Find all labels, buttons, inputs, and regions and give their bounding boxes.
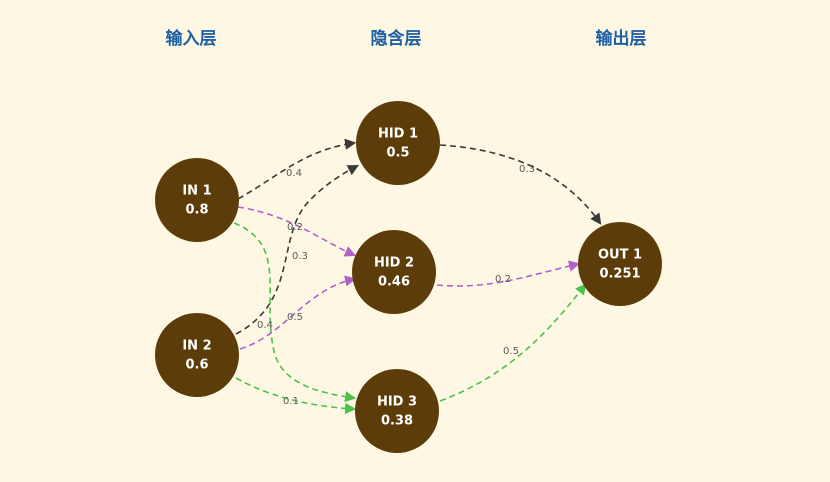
node-hid1-name: HID 1 <box>378 127 418 142</box>
edge-hid3-out1 <box>439 283 587 402</box>
node-in1: IN 1 0.8 <box>155 158 239 242</box>
edge-label-in1-hid1: 0.4 <box>286 168 302 179</box>
edge-hid1-out1 <box>439 144 602 225</box>
input-layer-title: 输入层 <box>165 29 217 49</box>
edge-in1-hid3 <box>233 222 357 403</box>
edge-in2-hid1 <box>235 164 359 335</box>
node-hid3-name: HID 3 <box>377 395 417 410</box>
edge-label-hid2-out1: 0.2 <box>495 274 511 285</box>
node-out1-name: OUT 1 <box>598 248 642 263</box>
output-layer-title: 输出层 <box>595 29 647 49</box>
node-out1: OUT 1 0.251 <box>578 222 662 306</box>
node-hid2-name: HID 2 <box>374 256 414 271</box>
node-hid3: HID 3 0.38 <box>355 369 439 453</box>
node-out1-value: 0.251 <box>599 267 640 282</box>
node-in2-value: 0.6 <box>185 358 208 373</box>
edge-label-hid1-out1: 0.3 <box>519 164 535 175</box>
node-hid1-value: 0.5 <box>386 146 409 161</box>
node-hid3-value: 0.38 <box>381 414 413 429</box>
node-hid2: HID 2 0.46 <box>352 230 436 314</box>
edge-label-hid3-out1: 0.5 <box>503 346 519 357</box>
edge-hid2-out1 <box>436 260 581 287</box>
node-hid2-value: 0.46 <box>378 275 410 290</box>
edge-in2-hid3 <box>235 377 357 415</box>
edge-in1-hid2 <box>237 206 357 257</box>
node-in1-value: 0.8 <box>185 203 208 218</box>
edge-in2-hid2 <box>239 275 357 350</box>
edge-label-in2-hid3: 0.1 <box>283 396 299 407</box>
edge-in1-hid1 <box>237 138 357 200</box>
hidden-layer-title: 隐含层 <box>370 29 422 49</box>
node-in2-name: IN 2 <box>182 339 211 354</box>
edge-label-in2-hid2: 0.5 <box>287 312 303 323</box>
edge-label-in1-hid3: 0.4 <box>257 320 273 331</box>
node-in2: IN 2 0.6 <box>155 313 239 397</box>
node-in1-name: IN 1 <box>182 184 211 199</box>
edge-label-in2-hid1: 0.3 <box>292 251 308 262</box>
edge-label-in1-hid2: 0.2 <box>287 222 303 233</box>
node-hid1: HID 1 0.5 <box>356 101 440 185</box>
